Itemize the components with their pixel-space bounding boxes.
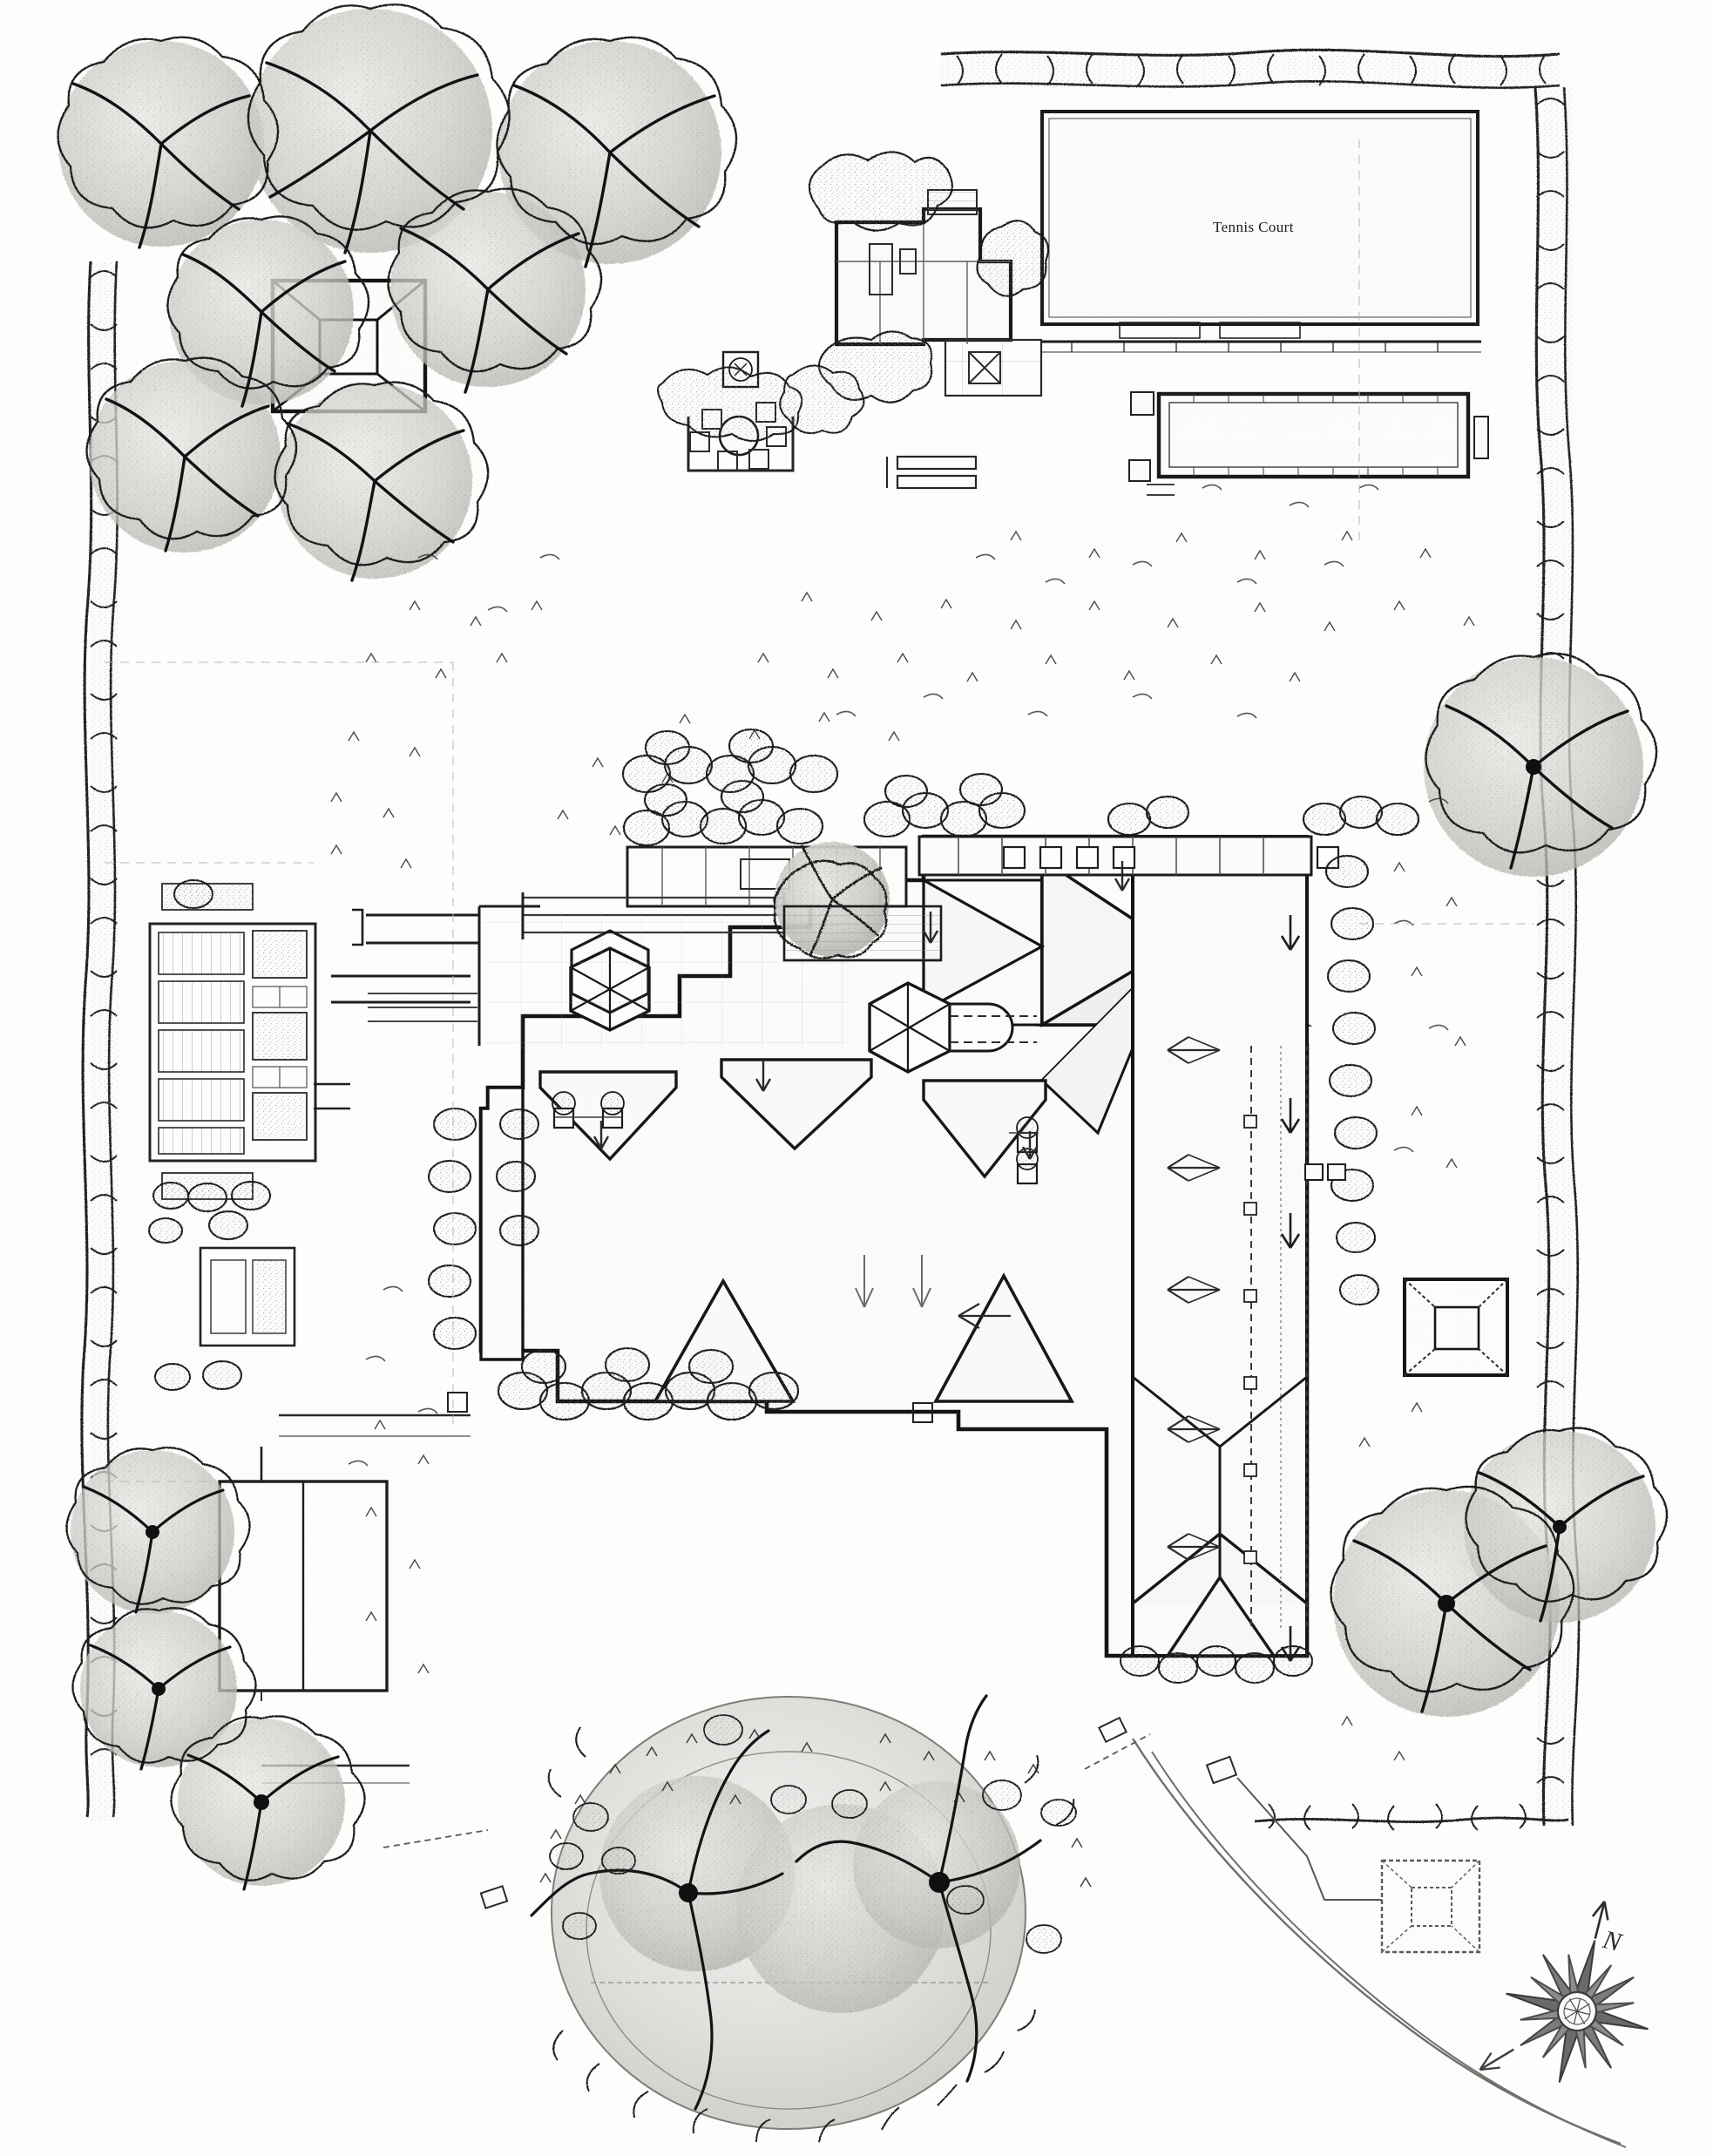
- circulation-paths: [261, 1414, 1627, 2148]
- misc-site-details: [260, 484, 1346, 1481]
- compass-rose: [1479, 1901, 1649, 2083]
- foundation-shrub-beds: [428, 772, 1420, 1684]
- groundcover-strokes: [348, 484, 1449, 1467]
- motor-court: [218, 1471, 389, 1701]
- survey-reference-lines: [105, 139, 1534, 1482]
- terrace-deck: [782, 905, 943, 962]
- meadow-grass-ticks: [330, 530, 1475, 1761]
- tree-canopy-group-east: [1330, 652, 1669, 1717]
- terrace-planters: [552, 1091, 1039, 1185]
- roof-pitch-arrows: [592, 861, 1301, 1662]
- hexagonal-conservatory: [868, 981, 1037, 1074]
- tree-trunk-node: [679, 1883, 698, 1902]
- swimming-pool: [1128, 391, 1489, 482]
- tree-canopy-group-southwest: [65, 1447, 366, 1891]
- north-lawn-benches: [886, 455, 978, 490]
- tennis-court: [1040, 110, 1479, 326]
- north-terrace-pergola: [917, 835, 1340, 877]
- perimeter-hedge-south: [1254, 1803, 1569, 1831]
- circular-grove: [530, 1694, 1092, 2143]
- garden-court-planting: [657, 364, 865, 442]
- colonnade-walkway: [1243, 1046, 1308, 1630]
- perimeter-hedge-north: [940, 48, 1561, 89]
- cold-frame-bed: [199, 1246, 296, 1347]
- clipped-hedge-rows: [621, 728, 839, 794]
- tree-canopy-group-northwest: [57, 3, 738, 582]
- kitchen-garden-shrubs: [148, 879, 271, 1391]
- path-gate-markers: [479, 1716, 1238, 1909]
- tree-trunk-node: [929, 1872, 950, 1893]
- service-wing: [1131, 835, 1309, 1658]
- kitchen-garden: [148, 883, 317, 1200]
- proposed-pavilion-southeast: [1380, 1859, 1481, 1954]
- tennis-court-fence: [1042, 322, 1481, 353]
- pavilion-shrub-mass: [808, 151, 1050, 403]
- garden-gazebo-east: [1403, 1278, 1509, 1377]
